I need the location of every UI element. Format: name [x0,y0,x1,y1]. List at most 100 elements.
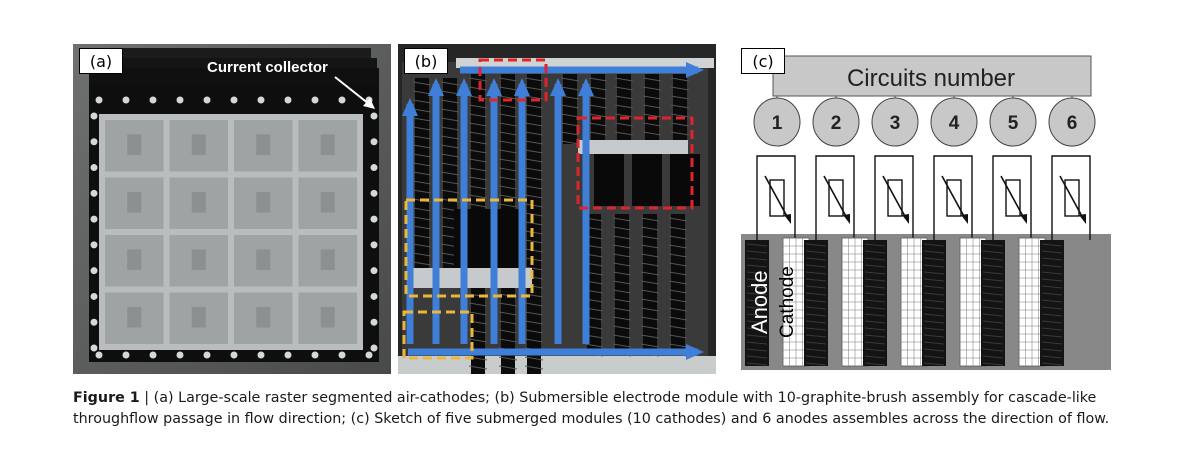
figure-label: Figure 1 [73,390,140,406]
anode-bristle [864,292,886,296]
anode-bristle [982,299,1004,303]
anode-bristle [1041,327,1063,331]
brush-bristle [498,356,518,361]
flow-arrow-head [514,78,530,96]
brush-bristle [612,244,632,249]
anode-bristle [1041,243,1063,247]
anode-bristle [864,299,886,303]
brush-bristle [468,113,488,118]
brush-bristle [468,203,488,208]
brush-bristle [524,203,544,208]
brush-bristle [668,307,688,312]
brush-bristle [468,86,488,91]
anode-bristle [864,334,886,338]
anode-bristle [805,306,827,310]
brush-bristle [670,131,690,136]
frame-bolt [311,96,319,104]
frame-bolt [203,351,211,359]
brush-bristle [560,140,580,145]
anode-bristle [805,355,827,359]
anode-bristle [746,250,768,254]
anode-bristle [923,341,945,345]
graphite-brush [615,214,629,354]
brush-bristle [498,140,518,145]
brush-bristle [524,221,544,226]
segment-current-tab [256,306,271,328]
anode-bristle [864,257,886,261]
frame-bolt [284,351,292,359]
flow-arrow-head [402,98,418,116]
brush-bristle [670,113,690,118]
brush-bristle [468,131,488,136]
graphite-brush [563,74,577,144]
brush-bristle [524,113,544,118]
anode-bristle [864,271,886,275]
anode-bristle [805,264,827,268]
anode-bristle [923,348,945,352]
brush-bristle [440,90,460,95]
brush-bristle [524,185,544,190]
brush-bristle [498,113,518,118]
anode-bristle [746,355,768,359]
segment-current-tab [127,134,142,156]
brush-bristle [524,356,544,361]
brush-bristle [498,338,518,343]
anode-bristle [982,250,1004,254]
brush-bristle [524,131,544,136]
anode-bristle [746,362,768,366]
brush-bristle [524,86,544,91]
anode-bristle [982,271,1004,275]
anode-bristle [864,243,886,247]
brush-bristle [612,235,632,240]
highlight-box-red-top [478,58,548,102]
anode-bristle [982,257,1004,261]
brush-bristle [612,253,632,258]
brush-bristle [668,217,688,222]
anode-bristle [1041,362,1063,366]
anode-bristle [805,278,827,282]
brush-bristle [640,226,660,231]
brush-bristle [668,298,688,303]
brush-bristle [412,153,432,158]
anode-bristle [805,313,827,317]
frame-bolt [122,351,130,359]
frame-bolt [370,215,378,223]
graphite-brush-short [594,154,624,206]
highlight-box-yellow-mid [404,198,534,298]
circuits-header-bar [772,55,1092,97]
segment-current-tab [320,306,335,328]
graphite-brush [643,214,657,354]
anode-bristle [982,243,1004,247]
anode-bristle [864,341,886,345]
anode-bristle [805,327,827,331]
brush-bristle [498,185,518,190]
brush-bristle [524,338,544,343]
brush-bristle [614,95,634,100]
anode-bristle [923,292,945,296]
brush-bristle [588,95,608,100]
circuit-number: 1 [772,113,783,134]
segment-current-tab [256,134,271,156]
graphite-brush-short [454,209,488,279]
anode-bristle [982,348,1004,352]
brush-bristle [670,77,690,82]
brush-bristle [524,248,544,253]
circuit-number: 5 [1008,113,1019,134]
brush-bristle [498,203,518,208]
flow-direction-arrows [402,62,704,360]
brush-bristle [612,298,632,303]
brush-bristle [668,334,688,339]
anode-bristle [746,306,768,310]
brush-bristle [670,122,690,127]
brush-bristle [612,280,632,285]
anode-bristle [864,320,886,324]
anode-brush [745,240,769,366]
resistor-arrow [1000,175,1026,221]
brush-bristle [640,253,660,258]
segment-current-tab [191,249,206,271]
brush-bristle [560,77,580,82]
brush-bristle [440,108,460,113]
brush-bristle [498,77,518,82]
